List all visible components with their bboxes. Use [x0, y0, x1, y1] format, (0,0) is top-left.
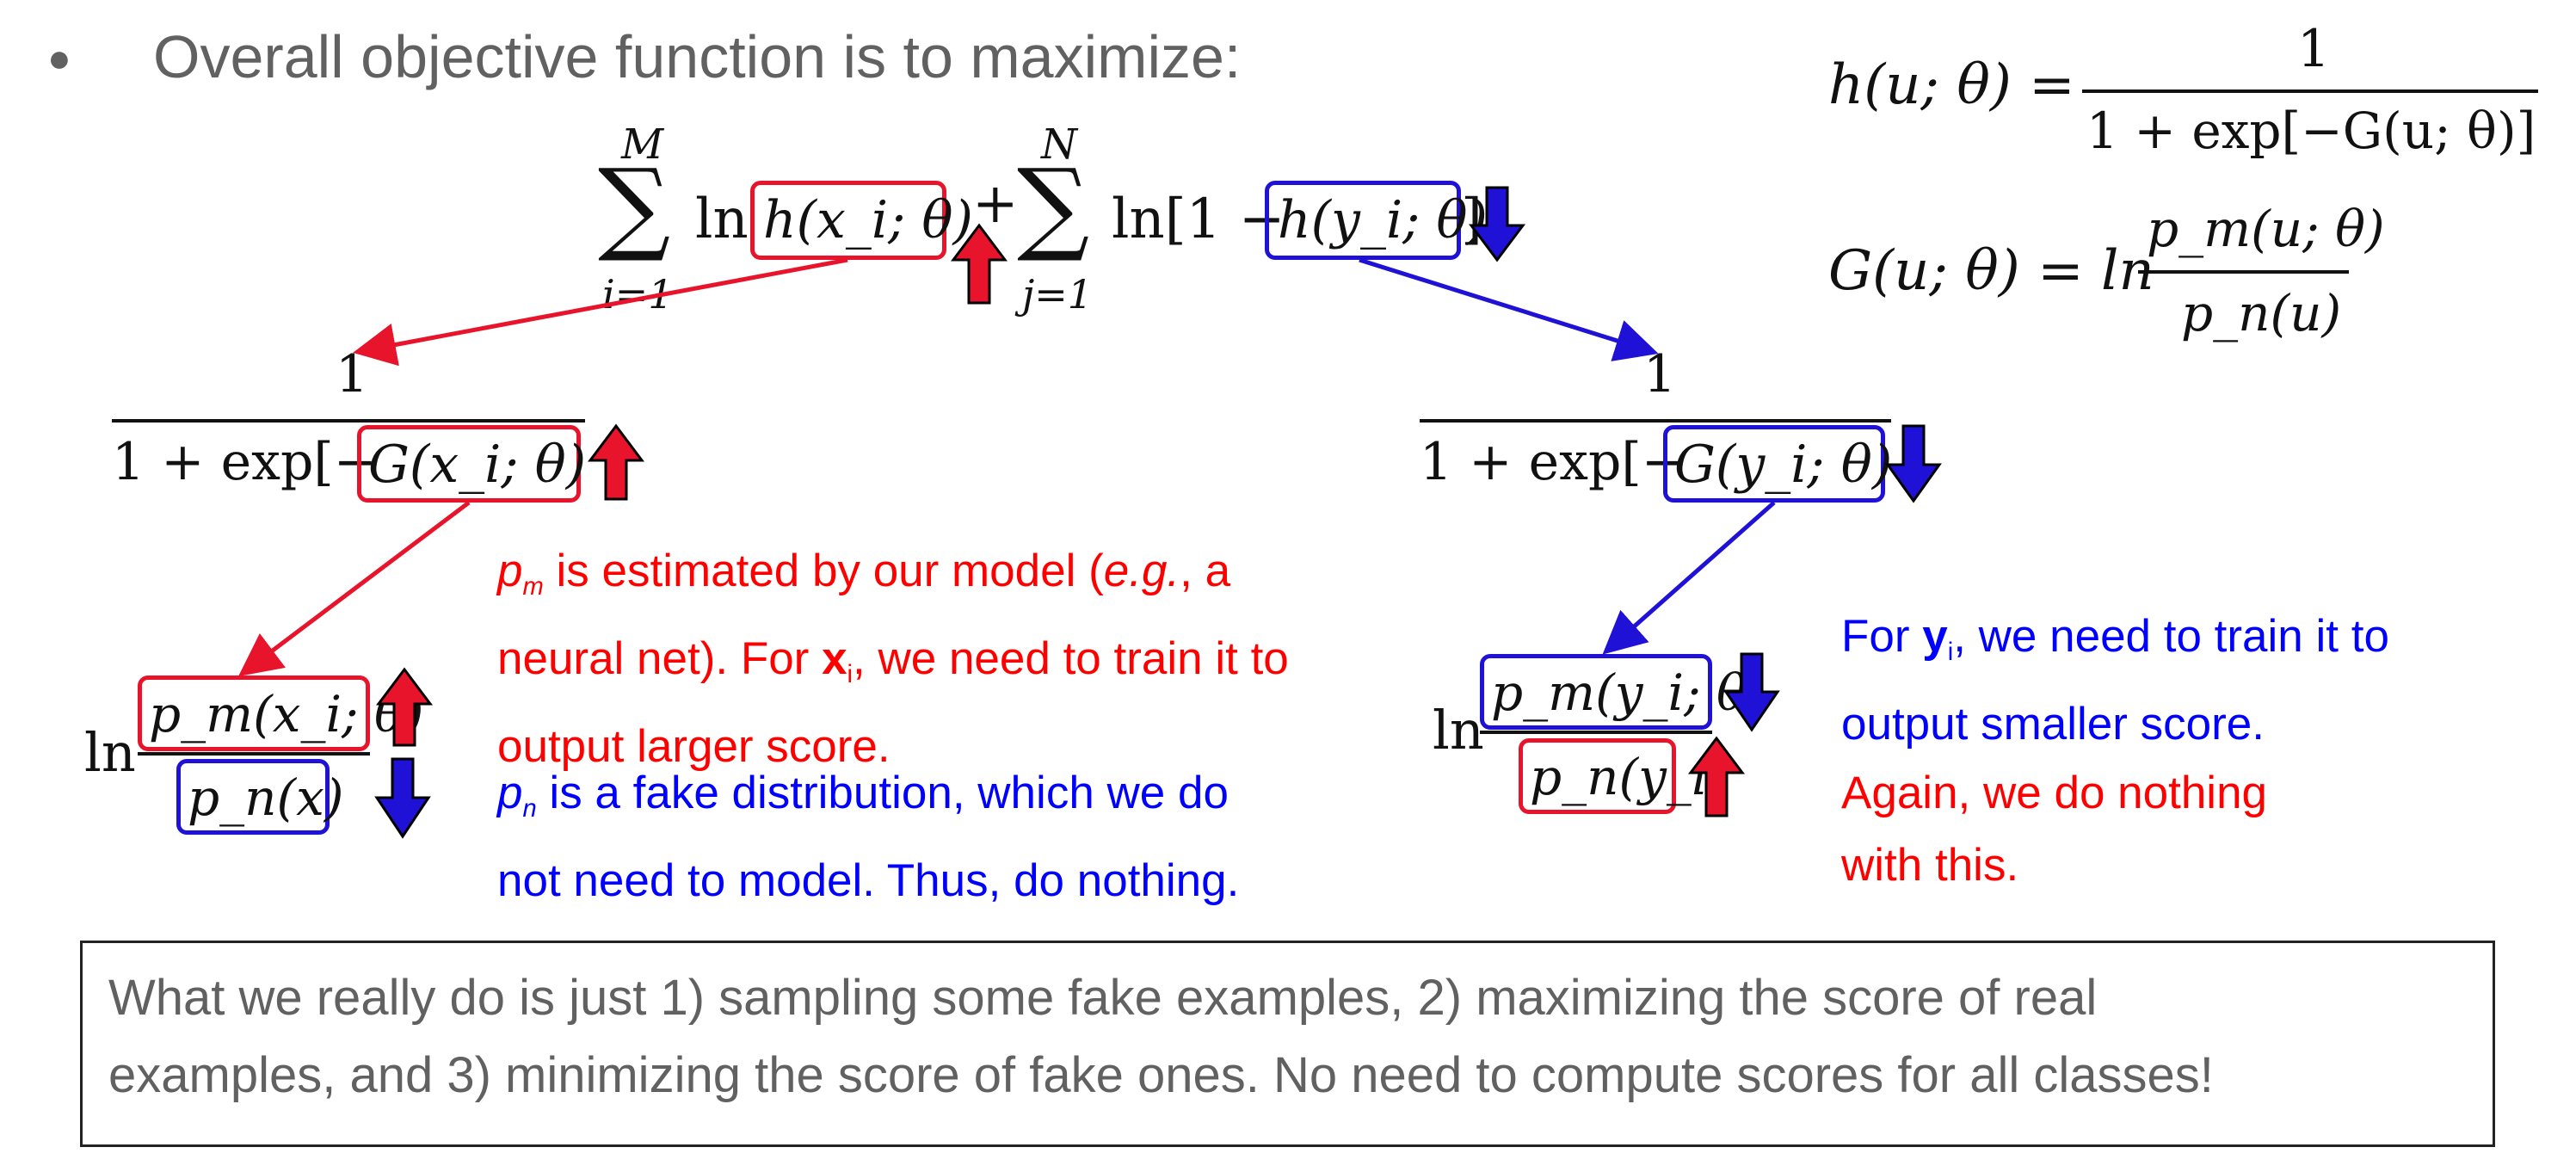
objective-term-h-y: h(y_i; θ) [1265, 181, 1488, 260]
right-term-pm-y: p_m(y_i; θ) [1480, 654, 1766, 730]
right-term-pn-y: p_n(y_i) [1519, 738, 1727, 814]
connector-right-g-to-ratio [1602, 501, 1776, 655]
bullet-icon: ● [47, 35, 71, 80]
left-sigmoid-fraction-bar [112, 419, 585, 423]
annotation-again-line-1: Again, we do nothing [1841, 768, 2268, 818]
left-term-pm-x-label: p_m(x_i; θ) [149, 685, 424, 743]
annotation-pm-x: x [822, 633, 847, 685]
annotation-pm-eg: e.g. [1103, 546, 1180, 596]
objective-term-h-x-label: h(x_i; θ) [763, 190, 973, 250]
left-term-g-x: G(x_i; θ) [357, 425, 586, 503]
connector-objective-to-left [353, 257, 848, 367]
def-h-fraction-bar [2082, 89, 2538, 93]
annotation-pm-line-2-end: , we need to train it to [853, 633, 1289, 685]
annotation-pm-symbol: p [497, 546, 523, 596]
def-h-denominator: 1 + exp[−G(u; θ)] [2086, 102, 2536, 160]
down-arrow-icon [374, 757, 431, 839]
up-arrow-icon [1688, 736, 1745, 817]
def-h-lhs: h(u; θ) = [1828, 53, 2075, 117]
annotation-again-line-2: with this. [1841, 840, 2019, 891]
annotation-y-line-1-end: , we need to train it to [1953, 611, 2389, 662]
objective-close-bracket: ] [1461, 188, 1482, 251]
up-arrow-icon [588, 423, 644, 501]
summary-line-1: What we really do is just 1) sampling so… [108, 970, 2098, 1026]
left-term-g-x-label: G(x_i; θ) [368, 435, 587, 495]
annotation-y-line-2: output smaller score. [1841, 699, 2265, 750]
annotation-pn-symbol: p [497, 768, 523, 818]
annotation-pm-model: pm is estimated by our model (e.g., a ne… [497, 535, 1289, 783]
right-ln: ln [1433, 699, 1484, 762]
down-arrow-icon [1469, 186, 1525, 262]
annotation-pm-line-1-end: , a [1180, 546, 1231, 596]
left-ln: ln [84, 721, 136, 784]
annotation-y-symbol: y [1922, 611, 1948, 662]
annotation-pm-subscript: m [522, 573, 544, 601]
left-term-pn-x-label: p_n(x) [188, 768, 344, 827]
annotation-pm-x-subscript: i [847, 661, 854, 689]
connector-objective-to-right [1359, 257, 1659, 361]
sum1-upper-limit: M [621, 120, 664, 169]
sum1-sigma: ∑ [598, 146, 671, 265]
annotation-y-subscript: i [1947, 638, 1954, 667]
annotation-pm-line-2: neural net). For xi, we need to train it… [497, 623, 1289, 711]
right-ratio-fraction-bar [1480, 731, 1712, 734]
annotation-y-smaller: For yi, we need to train it to output sm… [1841, 601, 2389, 761]
objective-term-h-y-label: h(y_i; θ) [1278, 190, 1488, 250]
def-g-denominator: p_n(u) [2181, 284, 2342, 342]
def-h-numerator: 1 [2297, 19, 2331, 79]
down-arrow-icon [1723, 652, 1780, 732]
annotation-y-line-1-text: For [1841, 611, 1923, 662]
right-term-pm-y-label: p_m(y_i; θ) [1491, 663, 1766, 722]
right-sigmoid-den-prefix: 1 + exp[− [1420, 432, 1685, 492]
annotation-pm-line-3: output larger score. [497, 721, 891, 773]
annotation-pn-fake: pn is a fake distribution, which we do n… [497, 757, 1239, 917]
annotation-pn-line-1-text: is a fake distribution, which we do [536, 768, 1229, 818]
annotation-pm-line-1: pm is estimated by our model (e.g., a [497, 535, 1289, 623]
down-arrow-icon [1885, 424, 1942, 503]
annotation-again-nothing: Again, we do nothing with this. [1841, 757, 2267, 902]
right-term-g-y: G(y_i; θ) [1663, 425, 1892, 503]
objective-term-h-x: h(x_i; θ) [750, 181, 973, 260]
annotation-pn-line-2: not need to model. Thus, do nothing. [497, 855, 1240, 907]
sum2-lower-limit: j=1 [1022, 271, 1094, 318]
summary-line-2: examples, and 3) minimizing the score of… [108, 1047, 2214, 1103]
sum2-upper-limit: N [1041, 120, 1077, 169]
connector-left-g-to-ratio [238, 501, 471, 677]
right-term-g-y-label: G(y_i; θ) [1674, 435, 1893, 495]
sum2-sigma: ∑ [1017, 146, 1090, 265]
left-ratio-fraction-bar [138, 752, 370, 756]
right-sigmoid-fraction-bar [1420, 419, 1891, 423]
annotation-pm-line-2-text: neural net). For [497, 633, 823, 685]
left-term-pm-x: p_m(x_i; θ) [138, 675, 424, 751]
up-arrow-icon [951, 223, 1008, 305]
right-term-pn-y-label: p_n(y_i) [1530, 748, 1728, 806]
def-g-numerator: p_m(u; θ) [2147, 200, 2385, 258]
summary-box: What we really do is just 1) sampling so… [80, 941, 2495, 1147]
def-g-lhs: G(u; θ) = ln [1828, 239, 2154, 303]
up-arrow-icon [376, 667, 433, 747]
slide-title: Overall objective function is to maximiz… [153, 23, 1242, 90]
def-g-fraction-bar [2138, 270, 2349, 274]
objective-ln-1: ln [695, 188, 749, 251]
left-term-pn-x: p_n(x) [176, 759, 343, 835]
annotation-y-line-1: For yi, we need to train it to [1841, 601, 2389, 688]
annotation-pn-line-1: pn is a fake distribution, which we do [497, 757, 1239, 845]
objective-ln-2: ln[1 − [1112, 188, 1285, 251]
annotation-pn-subscript: n [522, 795, 537, 823]
annotation-pm-line-1-text: is estimated by our model ( [543, 546, 1104, 596]
left-sigmoid-den-prefix: 1 + exp[− [112, 432, 378, 492]
